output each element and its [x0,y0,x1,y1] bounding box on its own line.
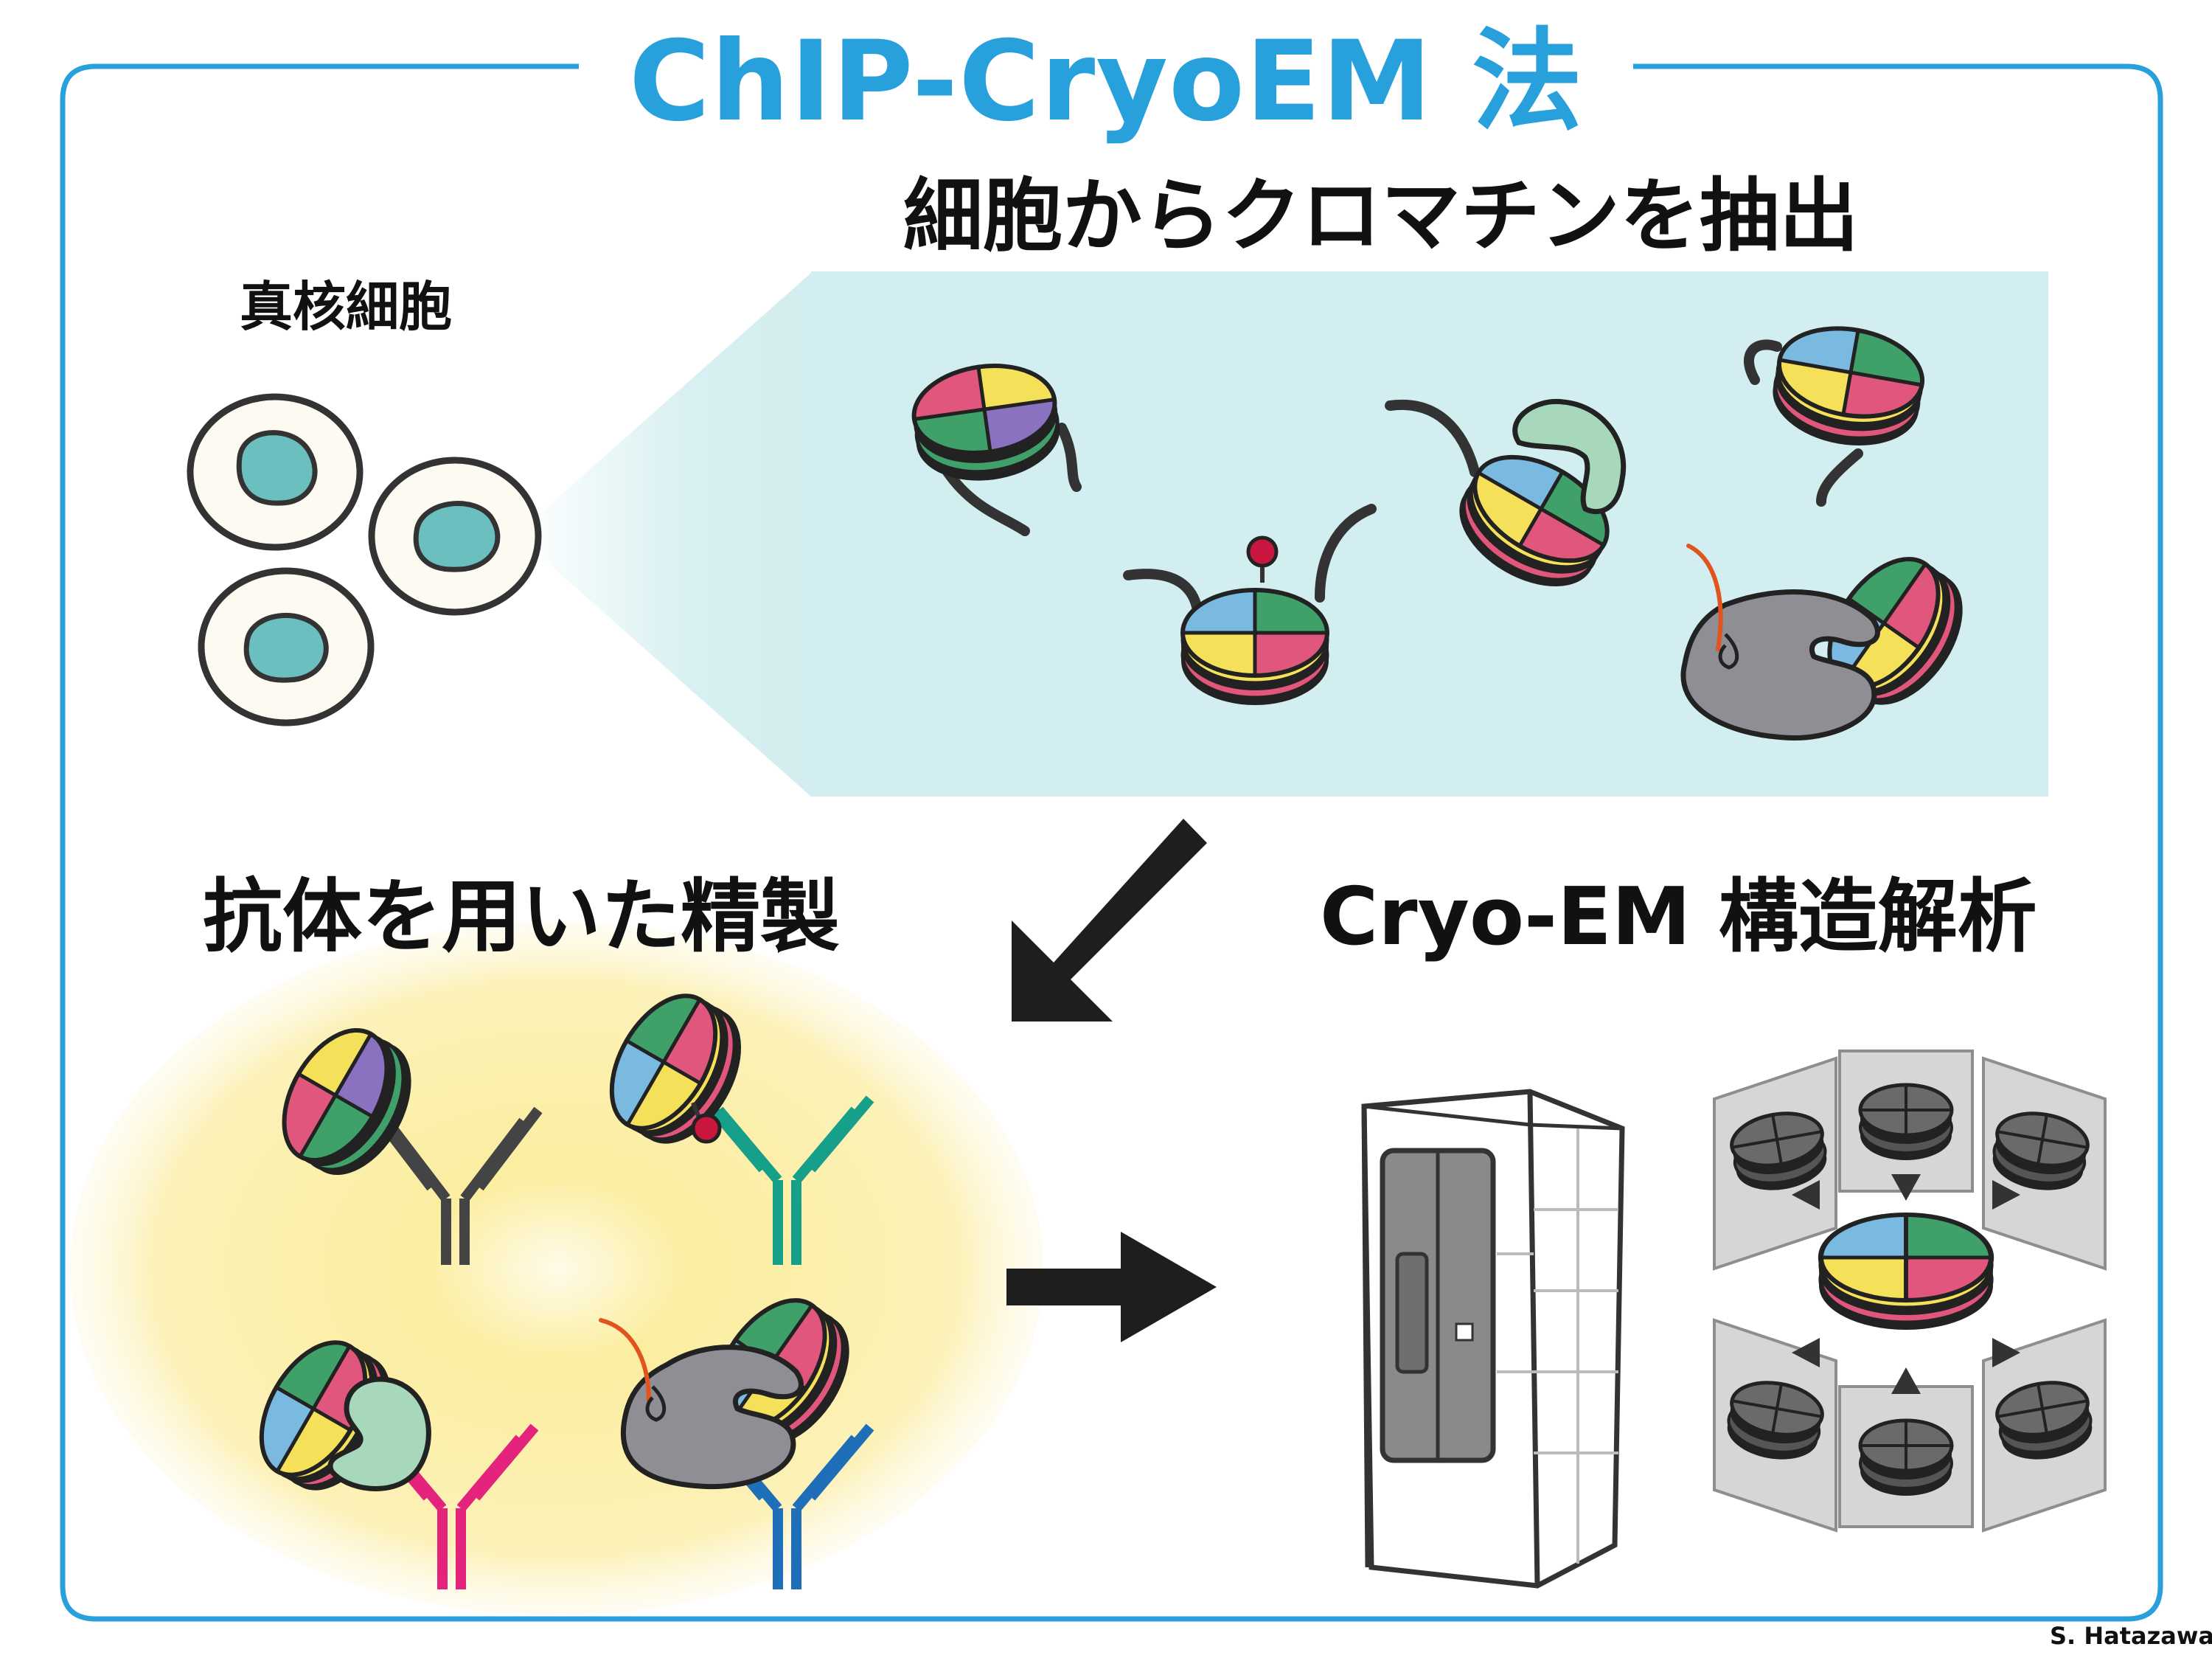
outer-frame [60,63,2163,1622]
bound-nucleosome-modified [590,977,763,1162]
cell [187,393,364,551]
reconstructed-nucleosome [1819,1215,1993,1330]
cryo-em-microscope [1361,1089,1625,1589]
nucleosome-purple [907,357,1082,536]
bound-nucleosome-remodeler [599,1280,872,1490]
cell [198,567,375,726]
arrow-right [1006,1232,1217,1342]
cell [368,457,542,616]
credit-text: S. Hatazawa [2050,1622,2212,1650]
eukaryotic-cells [187,393,542,726]
nucleosome-modified [1123,504,1377,705]
bound-nucleosome-reader [240,1323,431,1508]
step-purify-label: 抗体を用いた精製 [203,871,841,963]
nucleosome-blue [1743,318,1931,507]
arrow-down-left [1012,819,1207,1021]
cells-label: 真核細胞 [240,276,453,338]
page-title: ChIP-CryoEM 法 [628,18,1584,146]
antibody-dark [368,1106,543,1265]
step-analysis-label: Cryo-EM 構造解析 [1320,871,2037,963]
reconstruction-views [1713,1050,2107,1533]
nucleosome-reader-bound [1385,398,1627,608]
nucleosome-remodeler [1680,538,1986,741]
step-extract-label: 細胞からクロマチンを抽出 [903,170,1860,263]
purification-glow [70,922,1043,1615]
